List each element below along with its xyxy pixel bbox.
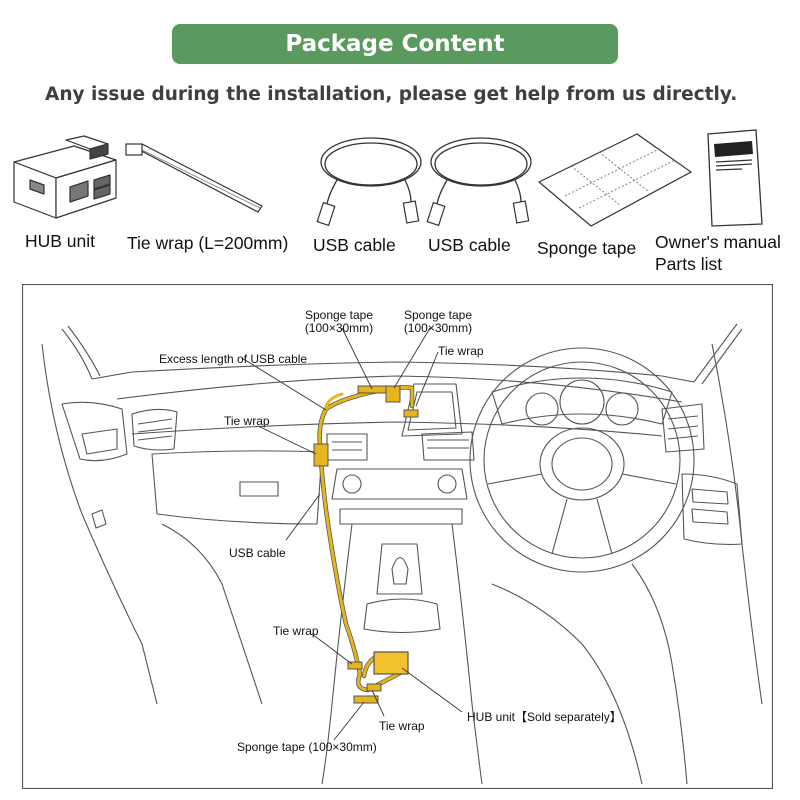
hub-unit-marker: [373, 651, 409, 675]
hub-unit-label: HUB unit: [25, 231, 96, 251]
manual-icon: [707, 129, 763, 227]
tie-wrap-label-left: Tie wrap: [224, 414, 270, 428]
sponge-tape-marker: [353, 695, 379, 704]
diagram-frame: [22, 284, 773, 789]
tie-wrap-marker: [347, 661, 363, 670]
tie-wrap-marker: [366, 683, 382, 692]
usb-cable-label-2: USB cable: [428, 235, 511, 255]
leader-lines: [241, 327, 463, 741]
excess-length-label: Excess length of USB cable: [159, 352, 307, 366]
sponge-tape-size-1: (100×30mm): [305, 321, 373, 335]
tie-wrap-icon: [125, 143, 263, 213]
hub-unit-label-diagram: HUB unit【Sold separately】: [467, 710, 622, 724]
installation-diagram: Sponge tape (100×30mm) Sponge tape (100×…: [22, 284, 773, 789]
sponge-tape-size-2: (100×30mm): [404, 321, 472, 335]
car-interior-lineart: [41, 323, 763, 785]
tie-wrap-label-lower: Tie wrap: [273, 624, 319, 638]
sponge-tape-marker: [385, 385, 401, 403]
sponge-tape-label-bottom: Sponge tape (100×30mm): [237, 740, 377, 754]
usb-cable-icon: [316, 137, 422, 227]
sponge-tape-marker: [357, 385, 391, 394]
usb-cable-icon: [426, 137, 532, 227]
sponge-tape-label-1: Sponge tape: [305, 308, 373, 322]
usb-cable-label: USB cable: [229, 546, 286, 560]
package-content-banner: Package Content: [172, 24, 618, 64]
sponge-tape-label-2: Sponge tape: [404, 308, 472, 322]
owners-manual-label: Owner's manual: [655, 232, 781, 252]
tie-wrap-label-bottom: Tie wrap: [379, 719, 425, 733]
tie-wrap-marker: [313, 443, 329, 467]
help-subtitle: Any issue during the installation, pleas…: [45, 84, 738, 105]
usb-cable-label-1: USB cable: [313, 235, 396, 255]
sponge-tape-label: Sponge tape: [537, 238, 637, 258]
parts-list-label: Parts list: [655, 254, 723, 274]
sponge-tape-icon: [537, 133, 693, 227]
tie-wrap-label-top: Tie wrap: [438, 344, 484, 358]
tie-wrap-label: Tie wrap (L=200mm): [127, 233, 289, 253]
hub-unit-icon: [13, 135, 117, 219]
tie-wrap-marker: [403, 409, 419, 418]
